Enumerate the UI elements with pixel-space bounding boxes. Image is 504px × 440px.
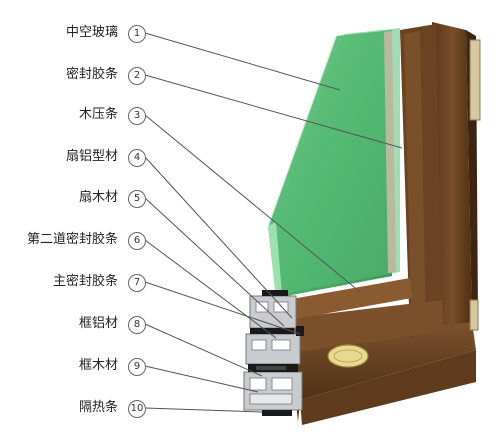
callout-number-3: 3 (128, 107, 146, 125)
label-sash-wood: 扇木材 (78, 190, 118, 205)
callout-number-9: 9 (128, 358, 146, 376)
glass-highlight (267, 35, 337, 227)
label-main-seal: 主密封胶条 (52, 274, 118, 289)
brand-badge (327, 344, 369, 368)
label-frame-wood: 框木材 (78, 358, 118, 373)
callout-number-1: 1 (128, 25, 146, 43)
hinge (469, 39, 481, 121)
thermal-break (256, 366, 286, 370)
callout-number-7: 7 (128, 274, 146, 292)
callout-number-6: 6 (128, 232, 146, 250)
sash-wood-vertical-light (404, 31, 426, 336)
callout-number-10: 10 (128, 400, 146, 418)
glass-edge (268, 222, 282, 298)
leader-lines (144, 32, 403, 413)
label-secondary-seal: 第二道密封胶条 (26, 232, 118, 247)
callout-number-8: 8 (128, 316, 146, 334)
callout-number-5: 5 (128, 190, 146, 208)
label-sealing-strip: 密封胶条 (65, 67, 118, 82)
label-wood-bead: 木压条 (78, 107, 118, 122)
label-sash-aluminum: 扇铝型材 (65, 149, 118, 164)
callout-number-4: 4 (128, 149, 146, 167)
label-insulating-glass: 中空玻璃 (65, 25, 118, 40)
callout-number-2: 2 (128, 67, 146, 85)
hinge-lower (469, 299, 479, 331)
aluminum-profile-section (243, 295, 303, 411)
sash-wood-bottom (290, 300, 444, 352)
glass-spacer (384, 31, 396, 273)
wood-bead (286, 278, 412, 320)
frame-wood-vertical (432, 22, 472, 334)
insulating-glass-back (276, 28, 400, 294)
label-thermal-break: 隔热条 (78, 400, 118, 415)
label-frame-aluminum: 框铝材 (78, 316, 118, 331)
frame-wood-bottom-face (300, 350, 476, 425)
